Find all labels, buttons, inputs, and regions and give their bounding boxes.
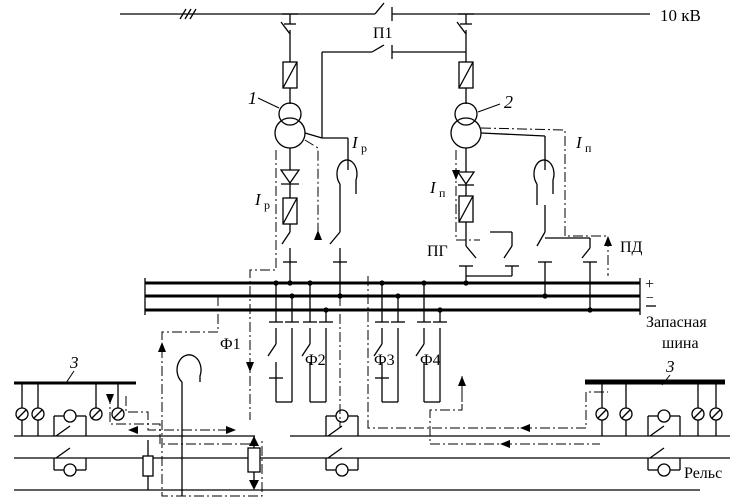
middle-section-post (290, 409, 640, 477)
drainage-devices (142, 436, 261, 490)
spare-bus-label-1: Запасная (646, 314, 707, 331)
ir-sub-left: р (264, 198, 270, 212)
ip-label-left: I (429, 178, 437, 197)
current-path-lines (109, 127, 609, 497)
unit-1: 1 I р I р (248, 13, 367, 296)
unit-2-number: 2 (504, 92, 513, 112)
ip-label-right: I (575, 133, 583, 152)
p1-label: П1 (373, 25, 393, 42)
spare-bus-label-2: шина (662, 335, 699, 352)
ip-sub-left: п (439, 186, 446, 200)
f2-label: Ф2 (305, 352, 326, 369)
ip-sub-right: п (585, 141, 592, 155)
feeder-f1-f2: Ф1 Ф2 (220, 283, 333, 403)
plus-label: + (645, 276, 654, 293)
pg-label: ПГ (427, 243, 448, 260)
rail-label: Рельс (684, 465, 722, 482)
ir-sub-right: р (361, 141, 367, 155)
voltage-label: 10 кВ (660, 6, 701, 25)
unit-2: 2 I п I п (427, 13, 643, 310)
hv-busbar-10kv: 10 кВ (120, 2, 701, 25)
current-direction-arrows (106, 170, 612, 448)
feeder-f3-f4: Ф3 Ф4 (373, 283, 447, 403)
right-section-number: 3 (665, 357, 675, 376)
switch-p1: П1 (321, 25, 466, 138)
left-section-number: 3 (69, 353, 79, 372)
ir-label-left: I (254, 190, 262, 209)
minus-label: − (646, 291, 654, 306)
f3-label: Ф3 (374, 352, 395, 369)
rail: Рельс (14, 465, 722, 491)
right-catenary-section: 3 (585, 357, 730, 477)
unit-1-number: 1 (248, 88, 257, 108)
spare-reactor (176, 354, 202, 496)
dc-busbars: + − Запасная шина (144, 276, 707, 352)
pd-label: ПД (620, 239, 643, 256)
f4-label: Ф4 (420, 352, 441, 369)
f1-label: Ф1 (220, 336, 241, 353)
ir-label-right: I (351, 133, 359, 152)
